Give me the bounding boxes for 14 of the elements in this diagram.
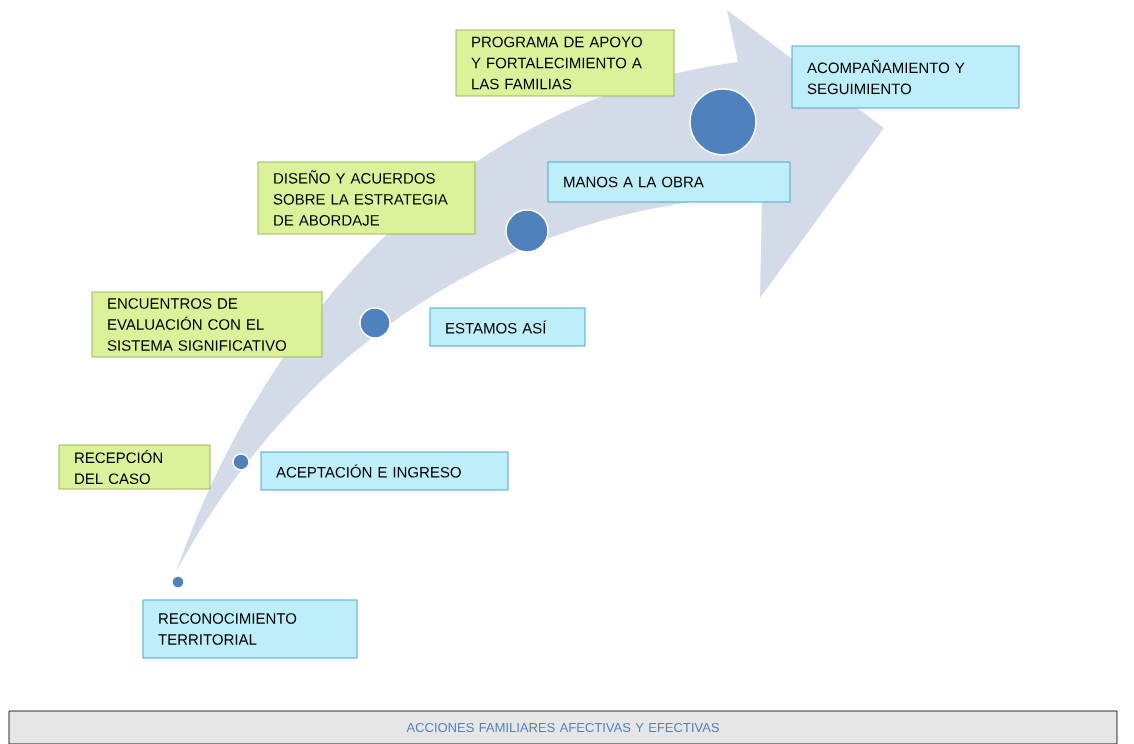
step-box: ACEPTACIÓN E INGRESO <box>260 451 509 491</box>
step-dot <box>232 453 250 471</box>
title-band: ACCIONES FAMILIARES AFECTIVAS Y EFECTIVAS <box>8 710 1118 744</box>
action-box: RECEPCIÓN DEL CASO <box>58 444 211 490</box>
step-dot <box>359 307 391 339</box>
step-box: MANOS A LA OBRA <box>547 161 791 203</box>
step-dot <box>505 209 549 253</box>
action-box: PROGRAMA DE APOYO Y FORTALECIMIENTO A LAS FAMILIAS <box>455 29 675 97</box>
step-box: RECONOCIMIENTO TERRITORIAL <box>142 599 358 659</box>
action-box: ENCUENTROS DE EVALUACIÓN CON EL SISTEMA SIGNIFICATIVO <box>91 291 323 358</box>
step-box: ACOMPAÑAMIENTO Y SEGUIMIENTO <box>791 45 1020 109</box>
action-box: DISEÑO Y ACUERDOS SOBRE LA ESTRATEGIA DE ABORDAJE <box>257 161 476 235</box>
step-box: ESTAMOS ASÍ <box>429 307 586 347</box>
step-dot <box>689 88 757 156</box>
